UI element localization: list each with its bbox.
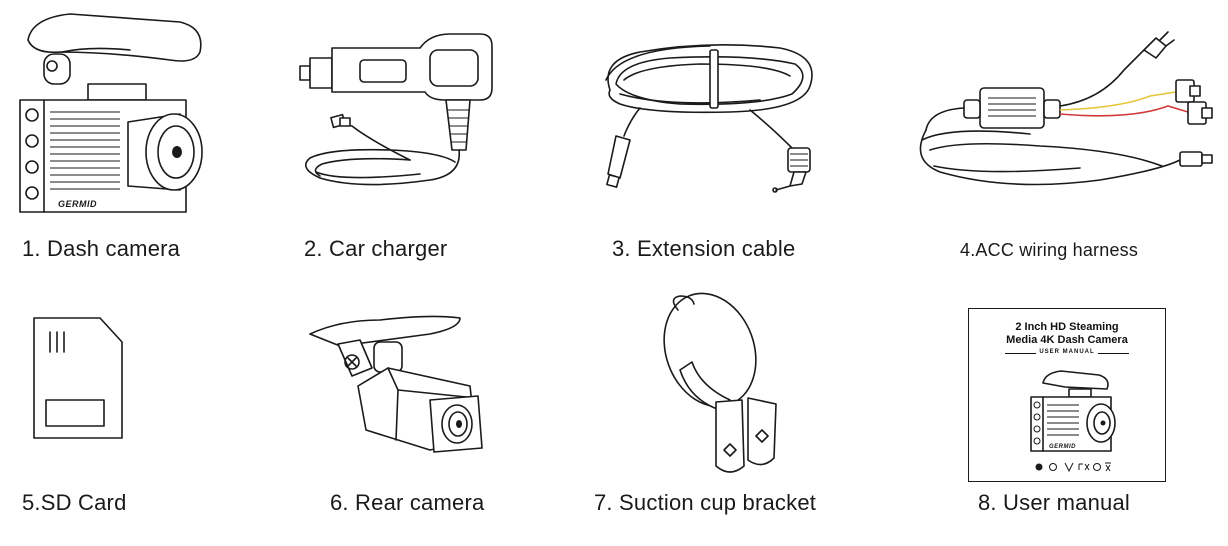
sd-card-icon [33,317,123,439]
certification-mark-icon [1093,463,1101,471]
manual-title-line1: 2 Inch HD Steaming [1015,321,1119,333]
product-item-user-manual: 2 Inch HD Steaming Media 4K Dash Camera … [968,308,1168,538]
product-item-dash-camera: GERMID 1. Dash camera [0,0,230,270]
acc-wiring-harness-icon [919,31,1213,186]
caption-dash-camera: 1. Dash camera [22,236,181,261]
caption-rear-camera: 6. Rear camera [330,490,485,515]
caption-user-manual: 8. User manual [978,490,1130,515]
caption-extension-cable: 3. Extension cable [612,236,796,261]
manual-title-line2: Media 4K Dash Camera [1006,334,1128,346]
manual-subtitle: USER MANUAL [1036,349,1098,355]
certification-mark-icon [1049,463,1057,471]
product-item-sd-card: 5.SD Card [0,290,230,530]
certification-mark-icon [1078,463,1090,471]
product-item-car-charger: 2. Car charger [280,0,520,270]
suction-cup-bracket-icon [663,292,777,473]
certification-mark-icon [1105,462,1111,472]
extension-cable-icon [605,44,813,193]
caption-suction-cup-bracket: 7. Suction cup bracket [594,490,817,515]
user-manual-icon: 2 Inch HD Steaming Media 4K Dash Camera … [968,308,1166,482]
caption-acc-wiring-harness: 4.ACC wiring harness [960,240,1139,260]
manual-brand-label: GERMID [1049,444,1076,450]
caption-car-charger: 2. Car charger [304,236,448,261]
product-item-acc-wiring-harness: 4.ACC wiring harness [900,0,1220,270]
product-item-rear-camera: 6. Rear camera [280,290,540,530]
car-charger-icon [299,33,493,186]
product-item-suction-cup-bracket: 7. Suction cup bracket [580,290,860,530]
caption-sd-card: 5.SD Card [22,490,127,515]
rear-camera-icon [309,315,483,453]
certification-mark-icon [1035,463,1043,471]
certification-mark-icon [1064,462,1074,473]
product-item-extension-cable: 3. Extension cable [580,0,840,270]
dash-camera-icon: GERMID [19,13,203,213]
dash-camera-brand-label: GERMID [58,199,97,209]
